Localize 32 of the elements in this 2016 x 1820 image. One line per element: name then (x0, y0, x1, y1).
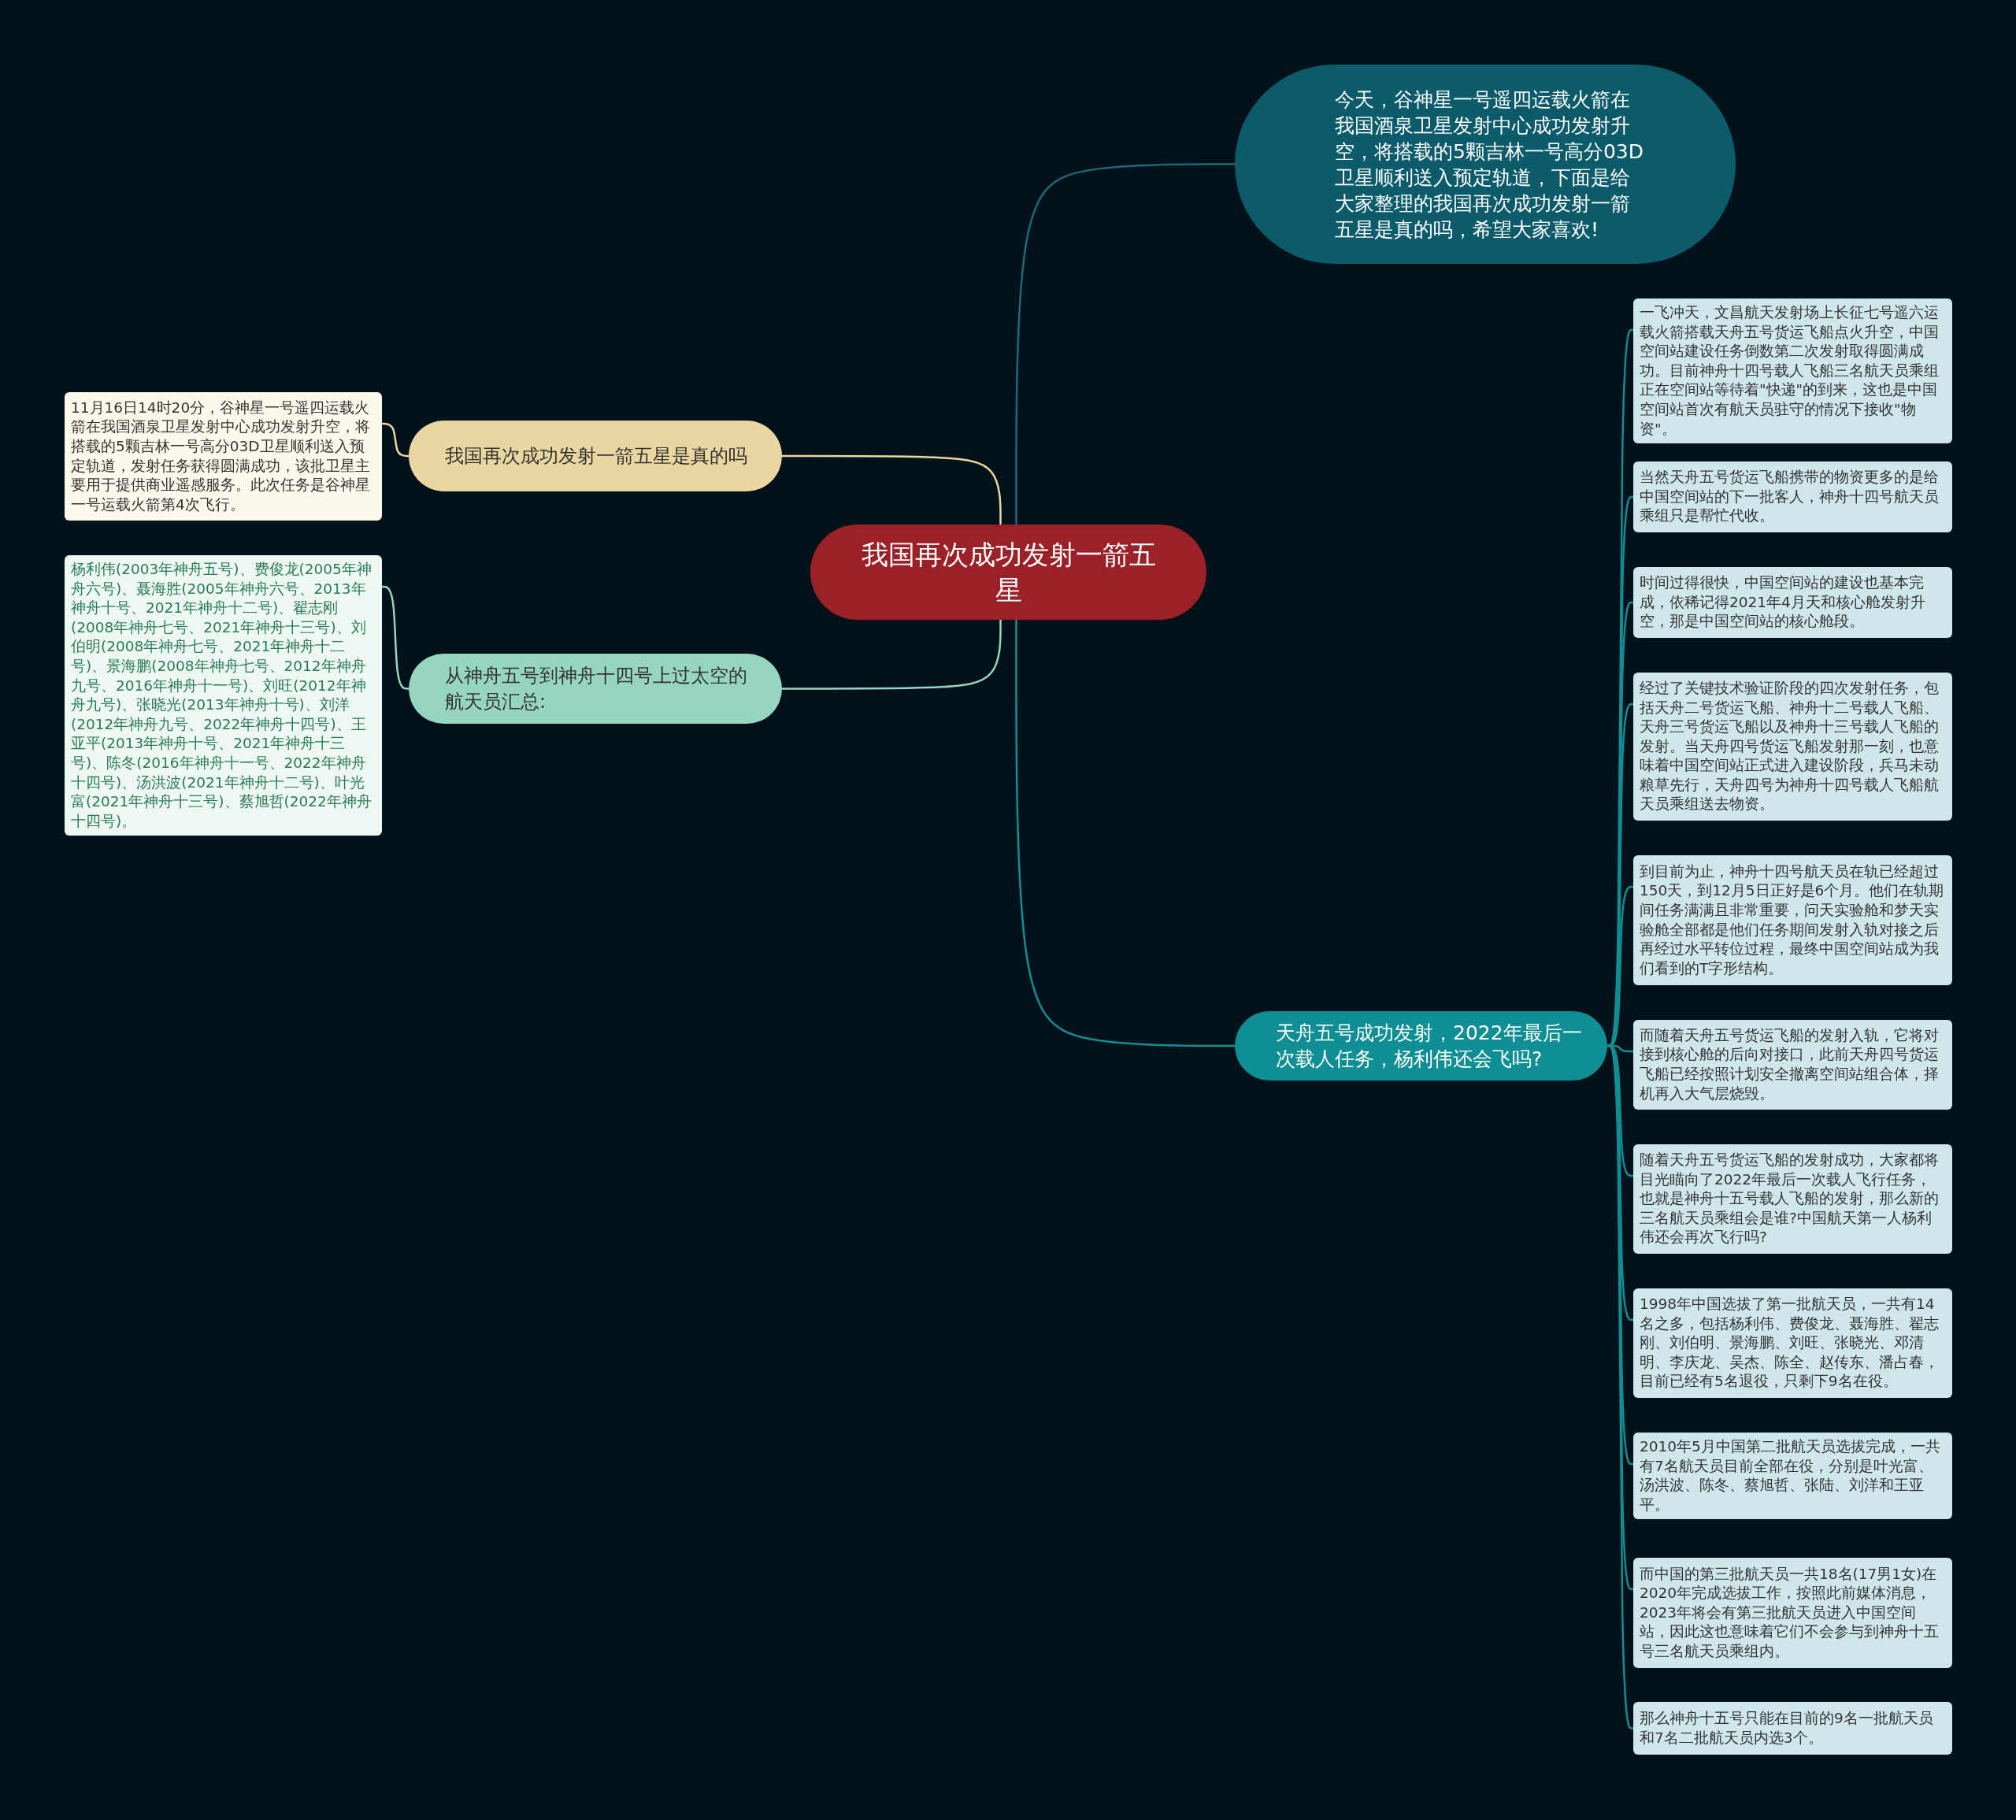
note-card (1633, 1433, 1952, 1520)
node-text: 11月16日14时20分，谷神星一号遥四运载火箭在我国酒泉卫星发射中心成功发射升空，将搭载的5颗吉林一号高分03D卫星顺利送入预定轨道，发射任务获得圆满成功，该批卫星主要用于提供商业遥感服务。此次任务是谷神星一号运载火箭第4次飞行。 (71, 398, 371, 514)
node-text: 从神舟五号到神舟十四号上过太空的航天员汇总: (445, 664, 748, 714)
node-text: 经过了关键技术验证阶段的四次发射任务，包括天舟二号货运飞船、神舟十二号载人飞船、天舟三号货运飞船以及神舟十三号载人飞船的发射。当天舟四号货运飞船发射那一刻，也意味着中国空间站正式进入建设阶段，兵马未动粮草先行，天舟四号为神舟十四号载人飞船航天员乘组送去物资。 (1640, 678, 1940, 814)
connector-line (1015, 620, 1235, 1047)
node-text: 到目前为止，神舟十四号航天员在轨已经超过150天，到12月5日正好是6个月。他们在轨期间任务满满且非常重要，问天实验舱和梦天实验舱全部都是他们任务期间发射入轨对接之后再经过水平转位过程，最终中国空间站成为我们看到的T字形结构。 (1640, 862, 1945, 978)
node-text: 而随着天舟五号货运飞船的发射入轨，它将对接到核心舱的后向对接口，此前天舟四号货运飞船已经按照计划安全撤离空间站组合体，择机再入大气层烧毁。 (1640, 1025, 1940, 1103)
note-card (1633, 1558, 1952, 1668)
note-card (1633, 461, 1952, 532)
note-card (1633, 567, 1952, 638)
node-text: 1998年中国选拔了第一批航天员，一共有14名之多，包括杨利伟、费俊龙、聂海胜、翟志刚、刘伯明、景海鹏、刘旺、张晓光、邓清明、李庆龙、吴杰、陈全、赵传东、潘占春，目前已经有5名退役，只剩下9名在役。 (1640, 1295, 1940, 1392)
node-text: 当然天舟五号货运飞船携带的物资更多的是给中国空间站的下一批客人，神舟十四号航天员乘组只是帮忙代收。 (1640, 468, 1940, 526)
node-text: 今天，谷神星一号遥四运载火箭在我国酒泉卫星发射中心成功发射升空，将搭载的5颗吉林一号高分03D卫星顺利送入预定轨道，下面是给大家整理的我国再次成功发射一箭五星是真的吗，希望大家喜欢! (1335, 87, 1644, 243)
connector-line (782, 620, 1002, 690)
note-card (1633, 1702, 1952, 1755)
node-text: 那么神舟十五号只能在目前的9名一批航天员和7名二批航天员内选3个。 (1640, 1708, 1934, 1748)
note-card (1633, 1020, 1952, 1110)
note-card (1633, 1288, 1952, 1398)
node-text: 我国再次成功发射一箭五星 (860, 538, 1157, 607)
node-text: 一飞冲天，文昌航天发射场上长征七号遥六运载火箭搭载天舟五号货运飞船点火升空，中国空间站建设任务倒数第二次发射取得圆满成功。目前神舟十四号载人飞船三名航天员乘组正在空间站等待着"快递"的到来，这也是中国空间站首次有航天员驻守的情况下接收"物资"。 (1640, 303, 1940, 439)
note-card (1633, 1144, 1952, 1254)
connector-line (782, 454, 1002, 525)
node-text: 我国再次成功发射一箭五星是真的吗 (445, 443, 747, 469)
node-text: 2010年5月中国第二批航天员选拔完成，一共有7名航天员目前全部在役，分别是叶光富、汤洪波、陈冬、蔡旭哲、张陆、刘洋和王亚平。 (1640, 1437, 1941, 1514)
node-text: 杨利伟(2003年神舟五号)、费俊龙(2005年神舟六号)、聂海胜(2005年神舟六号、2013年神舟十号、2021年神舟十二号)、翟志刚(2008年神舟七号、2021年神舟十三号)、刘伯明(2008年神舟七号、2021年神舟十二号)、景海鹏(2008年神舟七号、2012年神舟九号、2016年神舟十一号)、刘旺(2012年神舟九号)、张晓光(2013年神舟十号)、刘洋(2012年神舟九号、2022年神舟十四号)、王亚平(2013年神舟十号、2021年神舟十三号)、陈冬(2016年神舟十一号、2022年神舟十四号)、汤洪波(2021年神舟十二号)、叶光富(2021年神舟十三号)、蔡旭哲(2022年神舟十四号)。 (71, 560, 372, 831)
connector-line (382, 422, 409, 458)
node-text: 天舟五号成功发射，2022年最后一次载人任务，杨利伟还会飞吗? (1276, 1021, 1583, 1072)
node-text: 时间过得很快，中国空间站的建设也基本完成，依稀记得2021年4月天和核心舱发射升空，那是中国空间站的核心舱段。 (1640, 573, 1926, 632)
connector-line (382, 585, 409, 690)
node-text: 随着天舟五号货运飞船的发射成功，大家都将目光瞄向了2022年最后一次载人飞行任务，也就是神舟十五号载人飞船的发射，那么新的三名航天员乘组会是谁?中国航天第一人杨利伟还会再次飞行吗? (1640, 1151, 1940, 1247)
node-text: 而中国的第三批航天员一共18名(17男1女)在2020年完成选拔工作，按照此前媒体消息，2023年将会有第三批航天员进入中国空间站，因此这也意味着它们不会参与到神舟十五号三名航天员乘组内。 (1640, 1564, 1940, 1661)
connector-line (1015, 163, 1235, 525)
